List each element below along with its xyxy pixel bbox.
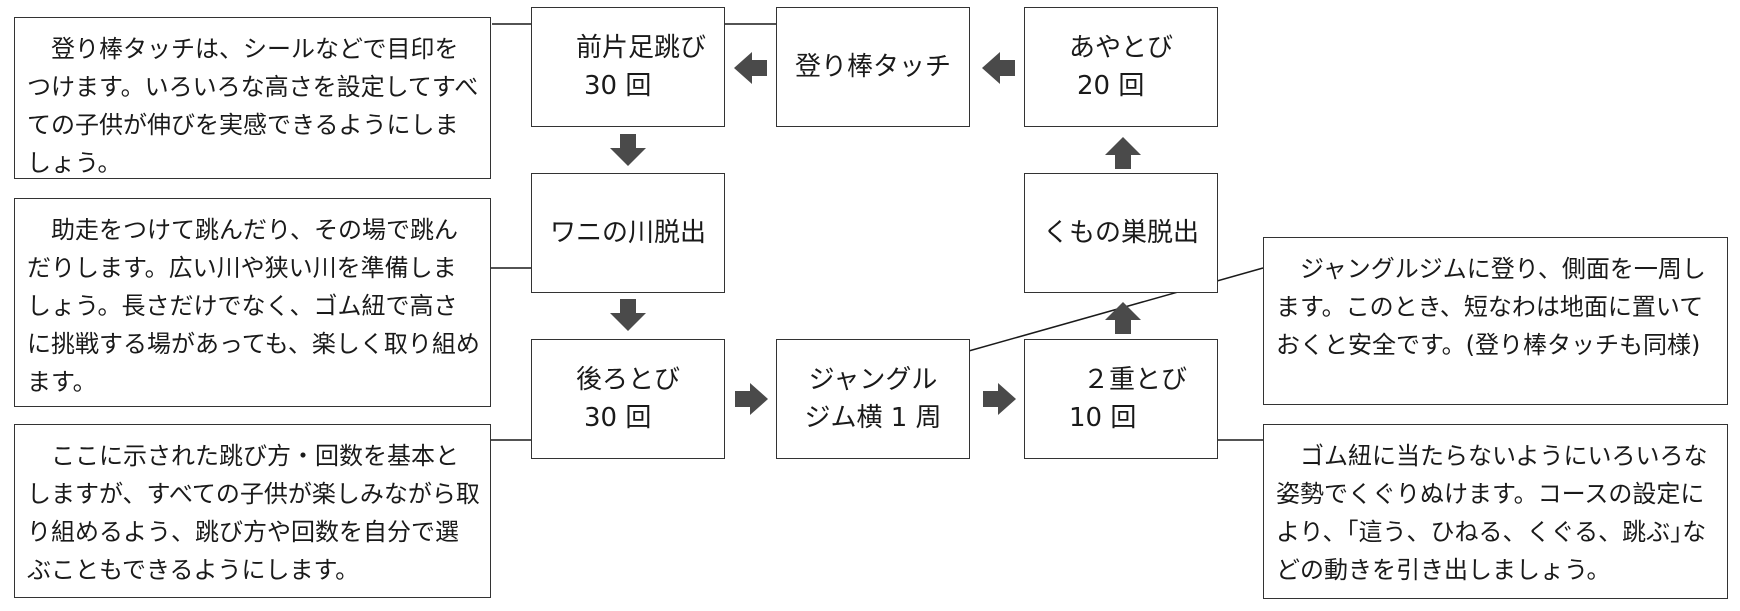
node-pole-touch: 登り棒タッチ xyxy=(776,7,970,127)
arrow-up-kumo-to-aya xyxy=(1105,137,1141,169)
node-back-jump-name: 後ろとび xyxy=(576,365,681,395)
node-jungle-gym-line1: ジャングル xyxy=(808,365,938,395)
arrow-left-aya-to-pole xyxy=(982,52,1015,84)
node-front-hop: 前片足跳び 30 回 xyxy=(531,7,725,127)
note-wani-river: 助走をつけて跳んだり、その場で跳んだりします。広い川や狭い川を準備しましょう。長… xyxy=(14,198,491,407)
node-pole-touch-name: 登り棒タッチ xyxy=(794,52,951,82)
node-double-jump-name: ２重とび xyxy=(1083,365,1188,395)
arrow-right-back-to-jungle xyxy=(735,383,768,415)
node-double-jump: ２重とび 10 回 xyxy=(1024,339,1218,459)
note-pole-touch: 登り棒タッチは、シールなどで目印をつけます。いろいろな高さを設定してすべての子供… xyxy=(14,17,491,179)
arrow-right-jungle-to-double xyxy=(983,383,1016,415)
node-jungle-gym-line2: ジム横 1 周 xyxy=(804,403,942,433)
node-ayatobi-count: 20 回 xyxy=(1077,71,1145,101)
note-back-jump: ここに示された跳び方・回数を基本としますが、すべての子供が楽しみながら取り組める… xyxy=(14,424,491,598)
node-front-hop-name: 前片足跳び xyxy=(576,33,707,63)
node-front-hop-count: 30 回 xyxy=(584,71,652,101)
node-back-jump: 後ろとび 30 回 xyxy=(531,339,725,459)
node-wani-river-name: ワニの川脱出 xyxy=(549,218,706,248)
node-double-jump-count: 10 回 xyxy=(1069,403,1137,433)
note-double-jump: ゴム紐に当たらないようにいろいろな姿勢でくぐりぬけます。コースの設定により、｢這… xyxy=(1263,424,1728,599)
node-spider-web: くもの巣脱出 xyxy=(1024,173,1218,293)
node-ayatobi-name: あやとび xyxy=(1069,33,1174,63)
arrow-up-double-to-kumo xyxy=(1105,302,1141,334)
node-wani-river: ワニの川脱出 xyxy=(531,173,725,293)
node-jungle-gym: ジャングル ジム横 1 周 xyxy=(776,339,970,459)
node-back-jump-count: 30 回 xyxy=(584,403,652,433)
arrow-left-pole-to-front xyxy=(734,52,767,84)
node-ayatobi: あやとび 20 回 xyxy=(1024,7,1218,127)
arrow-down-front-to-wani xyxy=(610,134,646,166)
arrow-down-wani-to-back xyxy=(610,299,646,331)
note-jungle-gym: ジャングルジムに登り、側面を一周します。このとき、短なわは地面に置いておくと安全… xyxy=(1263,237,1728,405)
node-spider-web-name: くもの巣脱出 xyxy=(1042,218,1199,248)
